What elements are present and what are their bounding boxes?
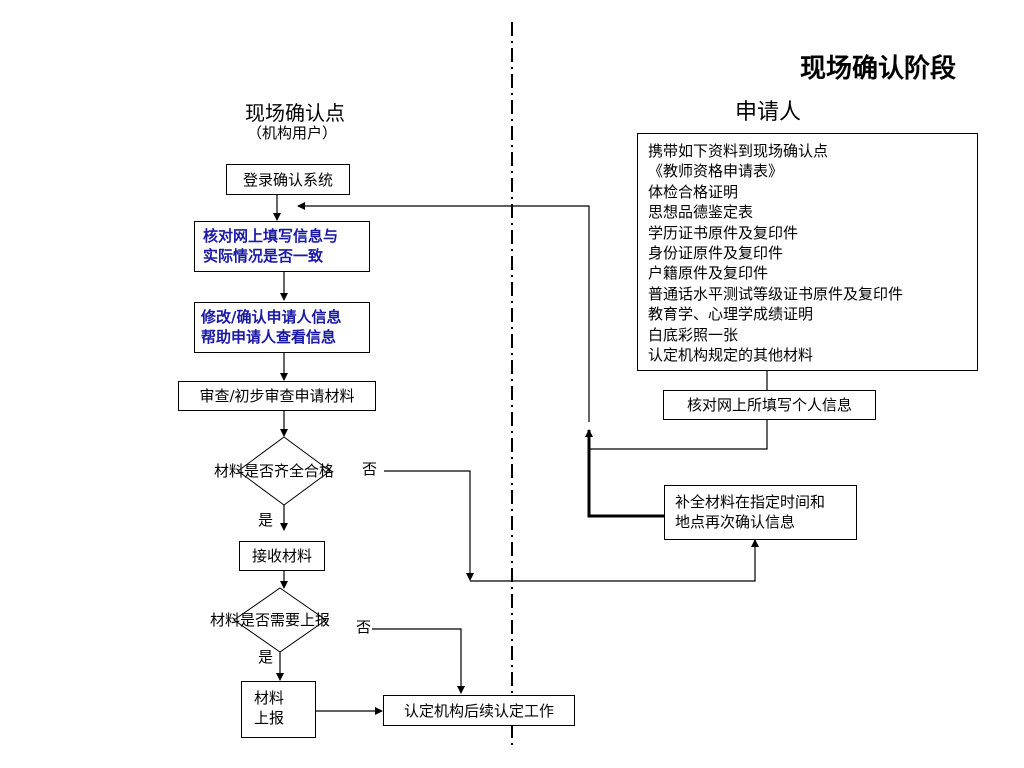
modify-box: 修改/确认申请人信息 帮助申请人查看信息: [194, 302, 370, 353]
document-item: 普通话水平测试等级证书原件及复印件: [648, 284, 904, 303]
check-personal-box: 核对网上所填写个人信息: [663, 390, 876, 420]
left-heading: 现场确认点: [245, 101, 345, 125]
check-personal-label: 核对网上所填写个人信息: [686, 396, 852, 414]
document-item: 思想品德鉴定表: [648, 203, 754, 222]
edge-no1: 否: [362, 460, 378, 478]
followup-box: 认定机构后续认定工作: [383, 695, 575, 726]
document-item: 学历证书原件及复印件: [648, 223, 799, 242]
login-box: 登录确认系统: [226, 164, 350, 195]
page-title: 现场确认阶段: [800, 54, 957, 84]
verify-label-1: 核对网上填写信息与: [203, 227, 339, 245]
verify-box: 核对网上填写信息与 实际情况是否一致: [194, 221, 370, 272]
edge-yes1: 是: [258, 511, 274, 529]
report-label-1: 材料: [254, 689, 285, 707]
report-label-2: 上报: [254, 709, 285, 727]
decision1-label: 材料是否齐全合格: [214, 462, 335, 480]
edge-no2: 否: [356, 618, 372, 636]
document-item: 《教师资格申请表》: [648, 162, 784, 181]
edge-yes2: 是: [258, 648, 274, 666]
right-heading: 申请人: [735, 100, 802, 125]
documents-list: 携带如下资料到现场确认点 《教师资格申请表》 体检合格证明 思想品德鉴定表 学历…: [648, 141, 967, 365]
document-item: 认定机构规定的其他材料: [648, 346, 814, 365]
modify-label-1: 修改/确认申请人信息: [201, 308, 342, 326]
review-box: 审查/初步审查申请材料: [178, 381, 376, 411]
receive-box: 接收材料: [239, 541, 325, 571]
review-label: 审查/初步审查申请材料: [199, 387, 355, 405]
receive-label: 接收材料: [251, 547, 312, 565]
document-item: 体检合格证明: [648, 182, 739, 201]
document-item: 携带如下资料到现场确认点: [648, 142, 829, 160]
supplement-label-1: 补全材料在指定时间和: [675, 493, 826, 511]
supplement-label-2: 地点再次确认信息: [675, 513, 796, 531]
document-item: 户籍原件及复印件: [648, 264, 769, 283]
login-label: 登录确认系统: [242, 170, 333, 189]
left-subheading: （机构用户）: [247, 124, 338, 142]
documents-box: 携带如下资料到现场确认点 《教师资格申请表》 体检合格证明 思想品德鉴定表 学历…: [637, 133, 978, 371]
supplement-box: 补全材料在指定时间和 地点再次确认信息: [664, 485, 857, 540]
verify-label-2: 实际情况是否一致: [203, 247, 324, 265]
modify-label-2: 帮助申请人查看信息: [201, 328, 337, 346]
document-item: 白底彩照一张: [648, 325, 739, 344]
decision2-label: 材料是否需要上报: [210, 611, 331, 629]
followup-label: 认定机构后续认定工作: [403, 701, 554, 720]
document-item: 身份证原件及复印件: [648, 244, 784, 263]
document-item: 教育学、心理学成绩证明: [648, 305, 814, 324]
report-box: 材料 上报: [241, 681, 316, 738]
